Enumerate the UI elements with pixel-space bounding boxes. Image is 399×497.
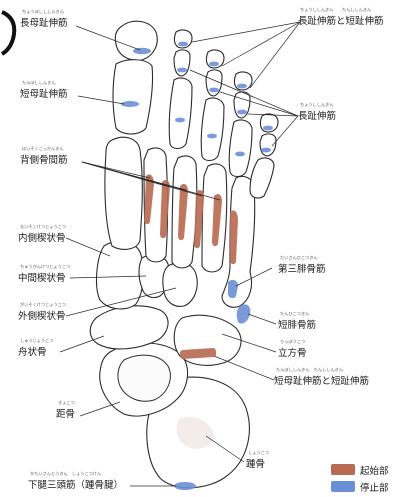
svg-text:短母趾伸筋と短趾伸筋: 短母趾伸筋と短趾伸筋: [274, 375, 369, 387]
label-ehb-edb: たんぼししんきん たんししんきん 短母趾伸筋と短趾伸筋: [274, 366, 369, 387]
label-medial-cuneiform: ないそくけつじょうこつ 内側楔状骨: [18, 223, 66, 244]
navicular-bone: [90, 306, 168, 349]
leader-peroneus-brevis: [248, 314, 276, 324]
label-intermediate-cuneiform: ちゅうかんけつじょうこつ 中間楔状骨: [18, 263, 70, 284]
svg-text:長母趾伸筋: 長母趾伸筋: [20, 17, 68, 29]
svg-text:しゅうじょうこつ: しゅうじょうこつ: [20, 338, 54, 344]
svg-text:第三腓骨筋: 第三腓骨筋: [278, 263, 326, 275]
toe3-ins-c: [207, 134, 217, 139]
leader-edl-edb-1: [192, 22, 300, 42]
svg-text:ちょうぼしししんきん: ちょうぼしししんきん: [22, 8, 64, 15]
toe2-ins-b: [177, 68, 187, 73]
label-ehb: たんぼししんきん 短母趾伸筋: [20, 79, 68, 100]
legend-origin-swatch: [331, 464, 355, 475]
svg-text:しょうこつ: しょうこつ: [248, 450, 269, 456]
legend-insertion-swatch: [331, 481, 355, 492]
leader-edl-2: [220, 92, 298, 116]
svg-text:りっぽうこつ: りっぽうこつ: [280, 338, 305, 345]
svg-text:たんひこつきん: たんひこつきん: [280, 311, 309, 317]
toe4-ins-b: [237, 110, 247, 115]
leader-edl-edb-3: [250, 22, 300, 88]
metatarsal-1: [105, 137, 142, 249]
talus-inner: [118, 355, 170, 401]
svg-text:外側楔状骨: 外側楔状骨: [18, 310, 66, 322]
label-peroneus-brevis: たんひこつきん 短腓骨筋: [278, 311, 316, 331]
label-calcaneus: しょうこつ 踵骨: [246, 450, 269, 470]
medial-cuneiform-bone: [97, 241, 144, 309]
label-talus: きょこつ 距骨: [56, 400, 75, 420]
label-ehl: ちょうぼしししんきん 長母趾伸筋: [20, 8, 68, 29]
svg-text:短腓骨筋: 短腓骨筋: [278, 319, 316, 331]
svg-text:かたいさんとうきん しょうこつけん: かたいさんとうきん しょうこつけん: [30, 470, 101, 477]
toe5-ins-b: [261, 148, 271, 153]
svg-text:長趾伸筋と短趾伸筋: 長趾伸筋と短趾伸筋: [298, 15, 384, 27]
svg-text:下腿三頭筋（踵骨腱）: 下腿三頭筋（踵骨腱）: [28, 479, 123, 491]
svg-text:はいそくこっかんきん: はいそくこっかんきん: [22, 145, 64, 152]
svg-text:長趾伸筋: 長趾伸筋: [298, 110, 336, 122]
toe3-ins-a: [209, 62, 219, 67]
svg-text:距骨: 距骨: [56, 409, 75, 420]
calcaneus-insertion: [174, 482, 196, 490]
svg-text:たんぼししんきん たんししんきん: たんぼししんきん たんししんきん: [276, 366, 343, 373]
label-navicular: しゅうじょうこつ 舟状骨: [18, 338, 54, 358]
crop-arc: [2, 12, 14, 54]
leader-edl-edb-2: [222, 22, 300, 66]
legend-insertion-label: 停止部: [360, 482, 389, 494]
svg-text:短母趾伸筋: 短母趾伸筋: [20, 88, 68, 100]
svg-text:踵骨: 踵骨: [246, 458, 265, 470]
svg-text:だいさんひこつきん: だいさんひこつきん: [280, 254, 318, 261]
toe4-proximal: [229, 120, 252, 177]
toe4-ins-c: [235, 152, 245, 157]
toe2-ins-c: [175, 118, 185, 123]
toe2-ins-a: [178, 42, 188, 47]
legend: 起始部 停止部: [331, 464, 389, 494]
toe4-ins-a: [237, 84, 247, 89]
label-edl-edb: ちょうししんきん たんししんきん 長趾伸筋と短趾伸筋: [298, 7, 384, 27]
toe5-ins-a: [263, 126, 273, 131]
svg-text:内側楔状骨: 内側楔状骨: [18, 232, 66, 244]
svg-text:がいそくけつじょうこつ: がいそくけつじょうこつ: [20, 301, 66, 308]
svg-text:立方骨: 立方骨: [278, 347, 307, 359]
svg-text:たんぼししんきん: たんぼししんきん: [22, 79, 56, 86]
svg-text:ちゅうかんけつじょうこつ: ちゅうかんけつじょうこつ: [20, 263, 70, 270]
label-edl: ちょうししんきん 長趾伸筋: [298, 102, 336, 122]
svg-text:ないそくけつじょうこつ: ないそくけつじょうこつ: [20, 223, 66, 230]
label-tibialis-posterior: かたいさんとうきん しょうこつけん 下腿三頭筋（踵骨腱）: [28, 470, 123, 491]
svg-text:舟状骨: 舟状骨: [18, 346, 47, 358]
svg-text:中間楔状骨: 中間楔状骨: [18, 272, 66, 284]
label-peroneus-tertius: だいさんひこつきん 第三腓骨筋: [278, 254, 326, 275]
svg-text:ちょうししんきん: ちょうししんきん: [300, 102, 334, 108]
toe2-proximal: [169, 78, 192, 149]
hallux-distal-phalanx: [115, 21, 157, 60]
label-dorsal-interossei: はいそくこっかんきん 背側骨間筋: [20, 145, 68, 166]
toe5-proximal: [250, 158, 274, 198]
label-cuboid: りっぽうこつ 立方骨: [278, 338, 307, 359]
leader-talus: [80, 402, 120, 416]
svg-text:ちょうししんきん たんししんきん: ちょうししんきん たんししんきん: [300, 7, 371, 13]
svg-text:きょこつ: きょこつ: [58, 400, 75, 405]
hallux-proximal-phalanx: [113, 60, 153, 134]
lateral-cuneiform-bone: [163, 263, 197, 307]
legend-origin-label: 起始部: [360, 465, 389, 477]
toe5-middle: [260, 134, 276, 156]
toe3-ins-b: [209, 88, 219, 93]
leader-ehb-edb: [214, 356, 274, 380]
toe3-proximal: [201, 98, 224, 161]
svg-text:背側骨間筋: 背側骨間筋: [20, 154, 68, 166]
label-lateral-cuneiform: がいそくけつじょうこつ 外側楔状骨: [18, 301, 66, 322]
